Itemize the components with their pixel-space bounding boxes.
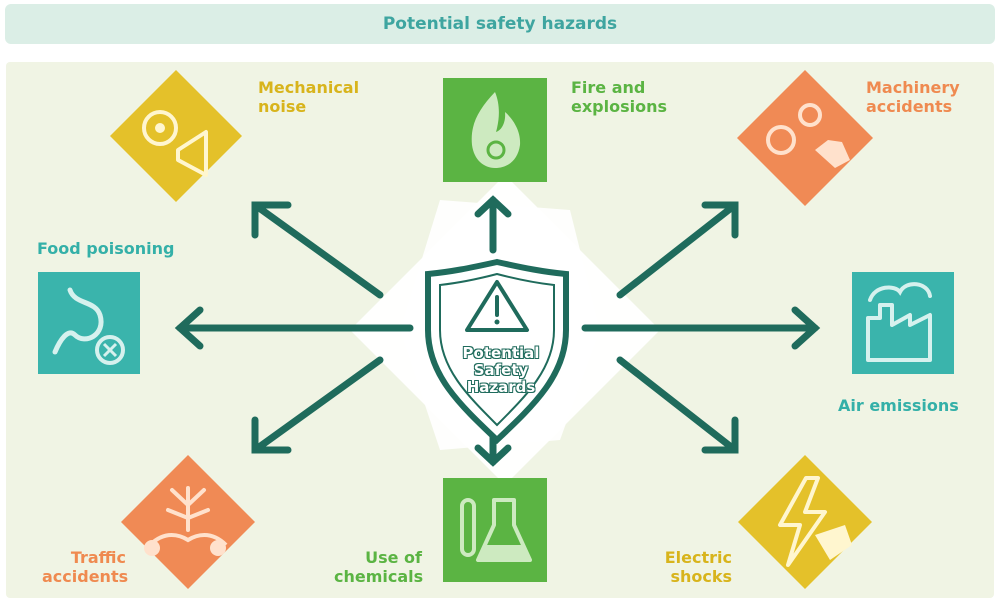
lightning-hand-icon [778,476,827,567]
arrow-head-electric-shocks [701,416,739,454]
stomach-icon [52,287,104,355]
arrow-to-mechanical-noise [251,201,384,299]
label-fire-explosions: Fire and explosions [571,78,667,116]
label-line: accidents [42,567,129,586]
shield-icon [425,258,569,445]
label-air-emissions: Air emissions [838,396,959,415]
electric-shocks-tile [738,455,872,589]
label-line: accidents [866,97,953,116]
flame-icon [471,92,521,168]
fire-explosions-tile [443,78,547,182]
label-line: shocks [670,567,732,586]
arrow-head-traffic-accidents [251,416,292,454]
label-machinery-accidents: Machinery accidents [866,78,960,116]
warning-triangle-icon [465,280,529,332]
machinery-accidents-tile [737,70,873,206]
gear-megaphone-icon [142,110,178,146]
arrow-head-air-emissions [791,306,821,350]
page-title: Potential safety hazards [382,14,618,34]
label-line: Fire and [571,78,646,97]
label-line: explosions [571,97,668,116]
mechanical-noise-tile [110,70,242,202]
arrow-to-traffic-accidents [251,356,384,454]
air-emissions-tile [852,272,954,374]
arrow-head-mechanical-noise [251,201,292,239]
label-line: chemicals [334,567,424,586]
label-use-of-chemicals: Use of chemicals [334,548,424,586]
food-poisoning-tile [38,272,140,374]
car-crash-icon [166,486,210,532]
center-title-line: Safety [473,361,529,379]
label-line: noise [258,97,307,116]
label-line: Mechanical [258,78,360,97]
arrow-to-machinery-accidents [616,201,739,299]
use-of-chemicals-tile [443,478,547,582]
center-title: Potential Safety Hazards [441,345,561,396]
label-line: Use of [365,548,422,567]
flask-icon [460,498,476,557]
factory-smoke-icon [868,282,932,302]
label-electric-shocks: Electric shocks [660,548,732,586]
title-banner: Potential safety hazards [5,4,995,44]
label-line: Traffic [70,548,126,567]
gears-hand-icon [766,125,796,155]
label-food-poisoning: Food poisoning [37,239,174,258]
center-title-line: Hazards [466,378,536,396]
arrow-head-fire-explosions [474,195,512,218]
arrow-head-use-of-chemicals [474,444,512,467]
label-mechanical-noise: Mechanical noise [258,78,359,116]
label-line: Air emissions [838,396,959,415]
arrow-to-electric-shocks [616,356,739,454]
label-line: Electric [664,548,732,567]
label-traffic-accidents: Traffic accidents [42,548,129,586]
label-line: Food poisoning [37,239,175,258]
label-line: Machinery [866,78,960,97]
traffic-accidents-tile [121,455,255,589]
arrow-head-food-poisoning [174,306,204,350]
arrow-head-machinery-accidents [701,201,739,239]
center-title-line: Potential [462,344,540,362]
